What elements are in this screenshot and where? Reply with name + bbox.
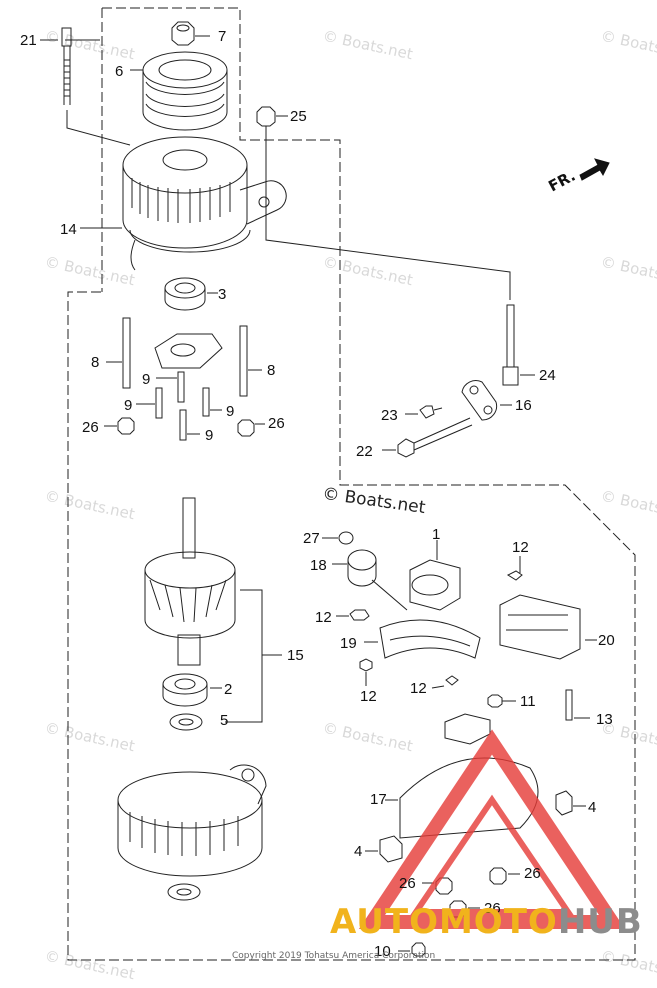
bolt-22 — [382, 417, 473, 458]
callout-6: 6 — [115, 63, 124, 80]
rotor-15 — [144, 497, 282, 723]
callout-26-d: 26 — [524, 865, 541, 882]
callout-3: 3 — [218, 286, 227, 303]
callout-21: 21 — [20, 32, 37, 49]
callout-26-c: 26 — [399, 875, 416, 892]
brand-text-a: AUTOMOTO — [330, 902, 558, 942]
callout-14: 14 — [60, 221, 77, 238]
screw-10 — [398, 942, 426, 957]
callout-26-b: 26 — [268, 415, 285, 432]
callout-8-left: 8 — [91, 354, 100, 371]
rear-housing — [117, 764, 267, 877]
front-arrow-icon — [579, 158, 610, 181]
callout-8-right: 8 — [267, 362, 276, 379]
bolt-24 — [502, 304, 535, 386]
callout-18: 18 — [310, 557, 327, 574]
callout-16: 16 — [515, 397, 532, 414]
callout-9-a: 9 — [142, 371, 151, 388]
regulator-1 — [409, 540, 461, 611]
callout-2: 2 — [224, 681, 233, 698]
callout-27: 27 — [303, 530, 320, 547]
stud-8-right — [239, 325, 262, 397]
callout-10: 10 — [374, 943, 391, 960]
callout-4-right: 4 — [588, 799, 597, 816]
callout-9-d: 9 — [205, 427, 214, 444]
cap-27 — [322, 531, 354, 545]
bolt-13 — [565, 689, 590, 721]
rectifier-19 — [364, 619, 481, 659]
washer-bottom — [167, 883, 201, 901]
terminal-4-left — [365, 835, 403, 863]
callout-24: 24 — [539, 367, 556, 384]
screw-12-center — [431, 675, 459, 689]
screw-12-upper — [506, 556, 523, 581]
screw-12-left — [336, 609, 370, 621]
nuts-26-upper — [104, 417, 265, 437]
callout-26-e: 26 — [484, 900, 501, 917]
callout-12-b: 12 — [315, 609, 332, 626]
callout-12-a: 12 — [512, 539, 529, 556]
bearing-2 — [162, 673, 222, 707]
screws-9 — [136, 371, 222, 441]
brush-holder-18 — [332, 549, 408, 611]
alternator-body-14 — [80, 136, 287, 271]
nut-25 — [256, 106, 511, 300]
bolt-21 — [61, 27, 131, 146]
callout-11: 11 — [520, 693, 536, 710]
nut-11 — [487, 694, 516, 708]
brand-text-b: HUB — [557, 902, 643, 942]
nut-7 — [171, 21, 210, 46]
bearing-3 — [164, 277, 218, 311]
callout-23: 23 — [381, 407, 398, 424]
bolt-23 — [405, 405, 443, 419]
callout-22: 22 — [356, 443, 373, 460]
callout-26-a: 26 — [82, 419, 99, 436]
callout-20: 20 — [598, 632, 615, 649]
callout-9-b: 9 — [124, 397, 133, 414]
retainer-5 — [169, 713, 203, 731]
callout-4-left: 4 — [354, 843, 363, 860]
callout-15: 15 — [287, 647, 304, 664]
pulley-6 — [130, 51, 228, 131]
callout-9-c: 9 — [226, 403, 235, 420]
callout-25: 25 — [290, 108, 307, 125]
callout-7: 7 — [218, 28, 227, 45]
bracket-plate — [154, 333, 223, 369]
bracket-20 — [499, 594, 597, 660]
screw-12-lower — [359, 658, 373, 686]
callout-12-c: 12 — [360, 688, 377, 705]
callout-17: 17 — [370, 791, 387, 808]
footer-copyright: Copyright 2019 Tohatsu America Corporati… — [232, 951, 436, 961]
assembly-boundary — [67, 7, 636, 961]
callout-13: 13 — [596, 711, 613, 728]
stud-8-left — [106, 317, 131, 389]
brand-watermark: AUTOMOTOHUB — [330, 902, 643, 942]
terminal-4-right — [555, 790, 586, 816]
callout-12-d: 12 — [410, 680, 427, 697]
callout-1: 1 — [432, 526, 441, 543]
brand-triangle-logo — [358, 729, 626, 929]
callout-5: 5 — [220, 712, 229, 729]
callout-19: 19 — [340, 635, 357, 652]
plate-16 — [461, 380, 512, 421]
